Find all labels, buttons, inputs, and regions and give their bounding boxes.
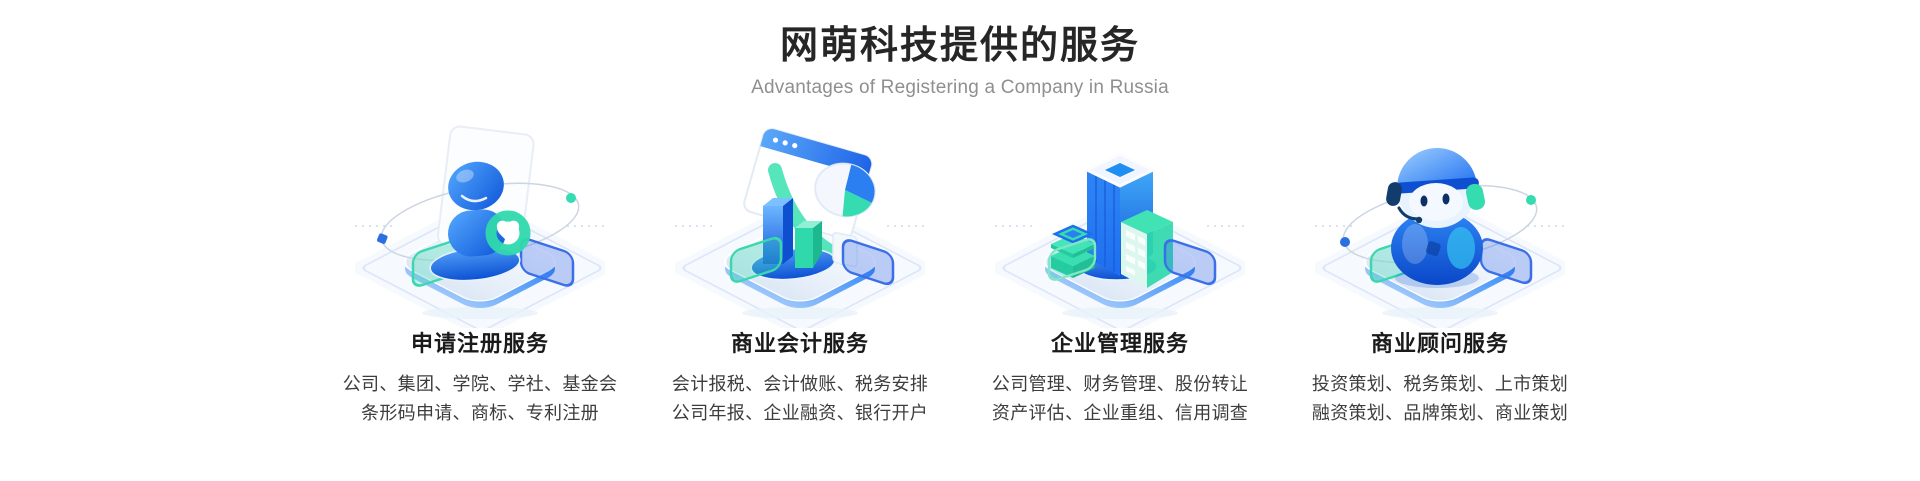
service-desc-line: 公司、集团、学院、学社、基金会 [342, 374, 618, 394]
page-title: 网萌科技提供的服务 [779, 25, 1140, 67]
service-title: 申请注册服务 [410, 331, 549, 356]
service-description: 会计报税、会计做账、税务安排 公司年报、企业融资、银行开户 [640, 370, 960, 428]
service-desc-line: 公司管理、财务管理、股份转让 [991, 374, 1249, 394]
avatar-registration-3d-icon [355, 106, 605, 328]
service-title: 商业会计服务 [730, 331, 869, 356]
service-desc-line: 公司年报、企业融资、银行开户 [671, 403, 929, 423]
robot-consultant-3d-icon [1315, 106, 1565, 328]
service-card-registration: 申请注册服务 公司、集团、学院、学社、基金会 条形码申请、商标、专利注册 [320, 106, 640, 428]
company-buildings-3d-icon [995, 106, 1245, 328]
service-desc-line: 投资策划、税务策划、上市策划 [1311, 374, 1569, 394]
accounting-charts-illustration [675, 128, 925, 328]
page-subtitle: Advantages of Registering a Company in R… [751, 77, 1169, 98]
service-description: 投资策划、税务策划、上市策划 融资策划、品牌策划、商业策划 [1280, 370, 1600, 428]
service-desc-line: 会计报税、会计做账、税务安排 [671, 374, 929, 394]
avatar-registration-illustration [355, 125, 605, 328]
services-section: 网萌科技提供的服务 Advantages of Registering a Co… [320, 25, 1600, 428]
service-title: 企业管理服务 [1050, 331, 1189, 356]
service-description: 公司管理、财务管理、股份转让 资产评估、企业重组、信用调查 [960, 370, 1280, 428]
service-card-accounting: 商业会计服务 会计报税、会计做账、税务安排 公司年报、企业融资、银行开户 [640, 106, 960, 428]
services-grid: 申请注册服务 公司、集团、学院、学社、基金会 条形码申请、商标、专利注册 [320, 106, 1600, 428]
service-desc-line: 条形码申请、商标、专利注册 [361, 403, 599, 423]
service-desc-line: 资产评估、企业重组、信用调查 [991, 403, 1249, 423]
robot-consultant-illustration [1315, 148, 1565, 328]
accounting-charts-3d-icon [675, 106, 925, 328]
service-card-consultant: 商业顾问服务 投资策划、税务策划、上市策划 融资策划、品牌策划、商业策划 [1280, 106, 1600, 428]
service-description: 公司、集团、学院、学社、基金会 条形码申请、商标、专利注册 [320, 370, 640, 428]
service-card-management: 企业管理服务 公司管理、财务管理、股份转让 资产评估、企业重组、信用调查 [960, 106, 1280, 428]
service-title: 商业顾问服务 [1370, 331, 1509, 356]
company-buildings-illustration [995, 152, 1245, 328]
service-desc-line: 融资策划、品牌策划、商业策划 [1311, 403, 1569, 423]
